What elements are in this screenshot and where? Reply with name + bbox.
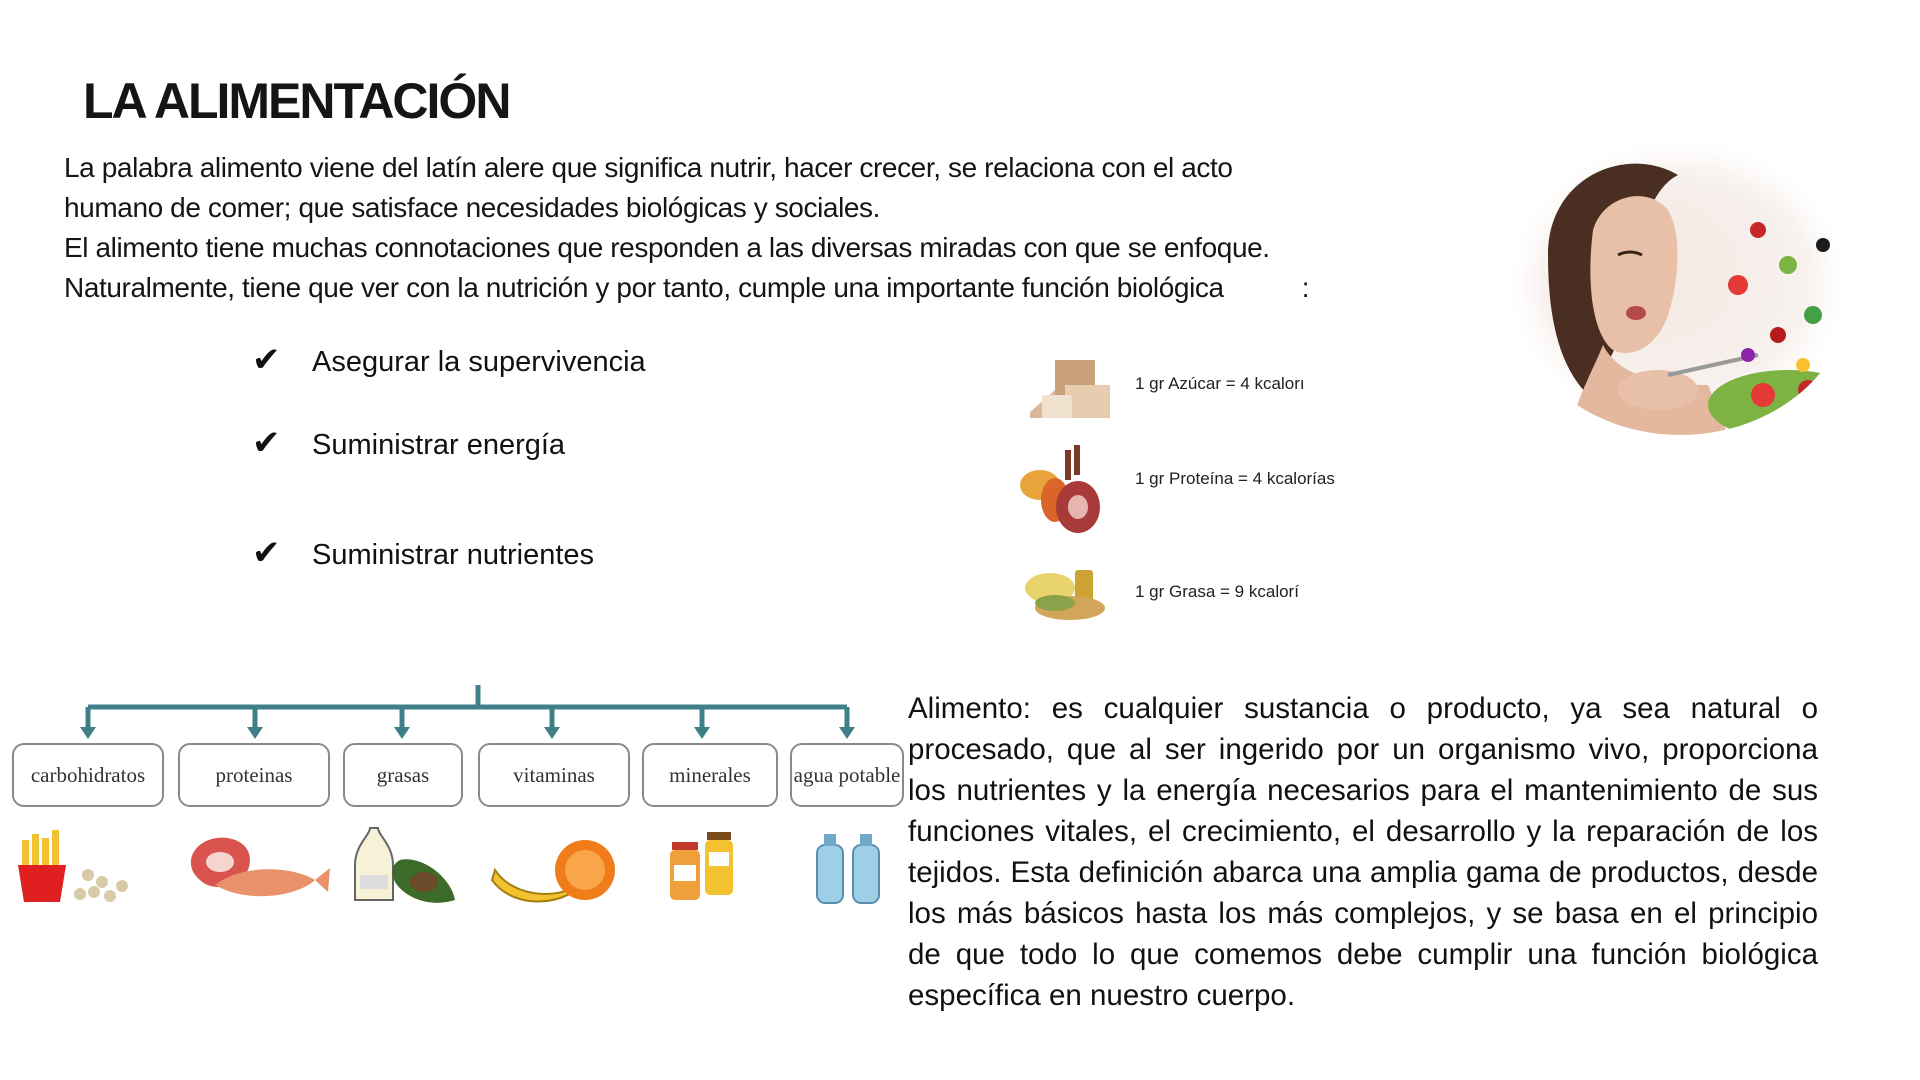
nutrient-node: agua potable — [790, 743, 904, 807]
calorie-row-protein: 1 gr Proteína = 4 kcalorías — [1010, 445, 1340, 533]
intro-paragraph: La palabra alimento viene del latín aler… — [64, 148, 1464, 308]
intro-line: Naturalmente, tiene que ver con la nutri… — [64, 268, 1464, 308]
definition-text: es cualquier sustancia o producto, ya se… — [908, 692, 1819, 1012]
nutrient-tree: carbohidratos proteinas grasas vitaminas… — [10, 685, 910, 915]
calorie-row-fat: 1 gr Grasa = 9 kcalorí — [1010, 558, 1340, 628]
intro-colon: : — [1301, 272, 1310, 303]
intro-line: El alimento tiene muchas connotaciones q… — [64, 232, 1270, 263]
protein-food-icon — [1020, 445, 1100, 533]
intro-line: humano de comer; que satisface necesidad… — [64, 192, 881, 223]
nutrient-node: minerales — [642, 743, 778, 807]
check-icon: ✔ — [252, 341, 281, 379]
function-item: ✔ Asegurar la supervivencia — [252, 340, 646, 380]
meat-and-fish-icon — [190, 837, 330, 897]
function-label: Suministrar energía — [312, 429, 566, 461]
calorie-label: 1 gr Proteína = 4 kcalorías — [1135, 469, 1335, 488]
woman-salad-illustration — [1548, 163, 1853, 435]
nutrient-node: grasas — [343, 743, 463, 807]
definition-paragraph: Alimento: es cualquier sustancia o produ… — [908, 688, 1818, 1016]
sugar-cubes-icon — [1030, 360, 1110, 418]
function-label: Suministrar nutrientes — [312, 539, 595, 571]
nutrient-node: vitaminas — [478, 743, 630, 807]
calorie-label: 1 gr Grasa = 9 kcalorí — [1135, 582, 1299, 601]
water-bottles-icon — [816, 834, 880, 904]
calorie-chart: 1 gr Azúcar = 4 kcalorı 1 gr Proteína = … — [1010, 350, 1340, 630]
nutrient-tree-connectors — [80, 685, 855, 739]
calorie-row-sugar: 1 gr Azúcar = 4 kcalorı — [1010, 350, 1340, 420]
oil-and-avocado-icon — [354, 827, 455, 903]
definition-term: Alimento: — [908, 692, 1031, 725]
woman-eating-salad-image — [1508, 135, 1853, 435]
nutrient-icons-row — [18, 827, 880, 904]
intro-line-text: Naturalmente, tiene que ver con la nutri… — [64, 272, 1224, 303]
nutrient-node: carbohidratos — [12, 743, 164, 807]
intro-line: La palabra alimento viene del latín aler… — [64, 152, 1233, 183]
calorie-label: 1 gr Azúcar = 4 kcalorı — [1135, 374, 1305, 393]
fries-and-grains-icon — [18, 830, 128, 902]
function-item: ✔ Suministrar nutrientes — [252, 533, 594, 573]
banana-and-orange-icon — [490, 840, 615, 903]
mineral-bottles-icon — [670, 832, 733, 900]
function-item: ✔ Suministrar energía — [252, 423, 565, 463]
function-label: Asegurar la supervivencia — [312, 346, 646, 378]
nutrient-node: proteinas — [178, 743, 330, 807]
page-title: LA ALIMENTACIÓN — [83, 73, 511, 129]
fat-food-icon — [1025, 570, 1105, 620]
check-icon: ✔ — [252, 424, 281, 462]
check-icon: ✔ — [252, 534, 281, 572]
